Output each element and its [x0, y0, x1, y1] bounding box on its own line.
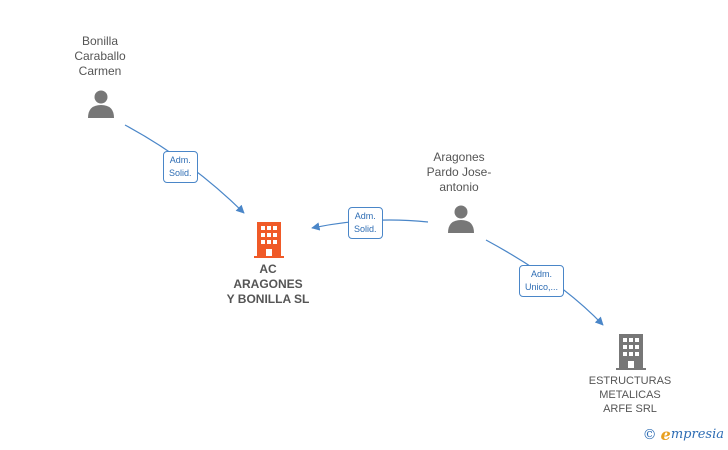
brand-name: mpresia — [670, 427, 724, 442]
edge-label-p1-c1[interactable]: Adm. Solid. — [163, 151, 198, 183]
brand-logo: © e mpresia — [643, 425, 724, 444]
edge-label-p2-c1[interactable]: Adm. Solid. — [348, 207, 383, 239]
company-name-estructuras[interactable]: ESTRUCTURAS METALICAS ARFE SRL — [588, 375, 672, 415]
copyright-symbol: © — [642, 426, 657, 443]
person-name-bonilla[interactable]: Bonilla Caraballo Carmen — [74, 34, 126, 78]
company-name-ac-aragones[interactable]: AC ARAGONES Y BONILLA SL — [226, 262, 310, 306]
edge-label-p2-c2[interactable]: Adm. Unico,... — [519, 265, 565, 297]
building-icon[interactable] — [616, 334, 646, 370]
building-icon[interactable] — [254, 222, 284, 258]
person-name-aragones[interactable]: Aragones Pardo Jose- antonio — [426, 150, 492, 194]
person-icon[interactable] — [86, 88, 116, 118]
person-icon[interactable] — [446, 203, 476, 233]
brand-initial: e — [660, 425, 671, 444]
